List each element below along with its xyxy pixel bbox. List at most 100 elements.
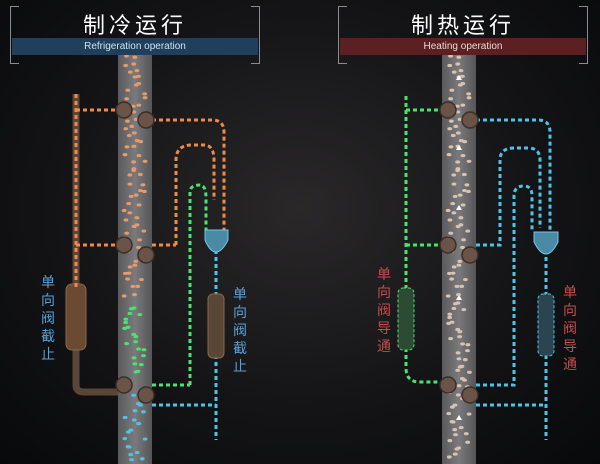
left-checkvalve-pipe-left — [72, 94, 118, 396]
left-checkvalve-right — [207, 293, 225, 359]
plate-dot — [460, 203, 466, 207]
plate-dot — [446, 411, 452, 416]
plate-dot — [465, 189, 471, 194]
right-panel-diagram — [397, 50, 559, 464]
left-plate-dots — [121, 54, 148, 462]
plate-dot — [457, 117, 463, 121]
plate-dot — [131, 160, 137, 164]
plate-dot — [142, 437, 148, 441]
plate-dot — [124, 119, 130, 123]
plate-dot — [448, 54, 453, 58]
plate-dot — [466, 412, 472, 416]
plate-dot — [455, 393, 461, 397]
plate-dot — [458, 425, 464, 430]
plate-dot — [456, 55, 462, 59]
plate-dot — [465, 440, 471, 444]
left-hot-pipes — [74, 94, 226, 290]
plate-dot — [449, 277, 455, 281]
left-panel-subtitle: Refrigeration operation — [12, 38, 258, 55]
plate-dot — [123, 271, 128, 276]
plate-dot — [447, 218, 453, 222]
plate-dot — [457, 330, 463, 334]
right-plate-dots — [445, 54, 472, 459]
plate-dot — [127, 182, 133, 186]
plate-dot — [127, 211, 133, 215]
plate-dot — [131, 393, 137, 397]
plate-dot — [457, 83, 463, 87]
left-checkvalve-right-label: 单向阀截止 — [233, 287, 247, 375]
plate-dot — [122, 326, 128, 331]
plate-dot — [446, 321, 452, 326]
plate-dot — [456, 293, 461, 297]
plate-dot — [130, 284, 136, 289]
plate-dot — [466, 92, 472, 96]
right-panel-title: 制热运行 — [410, 14, 515, 39]
plate-dot — [449, 88, 455, 92]
plate-dot — [135, 284, 141, 288]
plate-dot — [453, 302, 458, 306]
plate-dot — [448, 119, 454, 123]
plate-dot — [448, 231, 454, 235]
plate-dot — [134, 216, 140, 220]
plate-dot — [141, 410, 146, 414]
plate-dot — [131, 62, 137, 66]
plate-dot — [140, 183, 146, 187]
plate-dot — [462, 378, 467, 382]
plate-dot — [458, 223, 464, 227]
plate-dot — [136, 422, 142, 426]
plate-dot — [122, 436, 128, 441]
plate-dot — [447, 127, 453, 131]
plate-dot — [455, 131, 461, 135]
plate-dot — [138, 403, 143, 407]
plate-dot — [448, 145, 454, 149]
plate-dot — [141, 348, 147, 352]
plate-dot — [447, 315, 453, 320]
left-liquid-pipes — [152, 183, 208, 387]
plate-dot — [452, 428, 458, 432]
plate-dot — [466, 96, 472, 100]
plate-dot — [454, 284, 460, 289]
plate-dot — [136, 103, 142, 107]
right-liquid-pipes — [404, 96, 444, 384]
plate-dot — [141, 229, 147, 233]
plate-dot — [461, 172, 467, 177]
plate-dot — [128, 194, 134, 199]
plate-dot — [447, 63, 453, 68]
plate-dot — [132, 75, 138, 79]
plate-dot — [133, 83, 139, 87]
plate-dot — [136, 347, 141, 351]
plate-dot — [455, 368, 461, 372]
right-flow-arrows — [456, 75, 462, 420]
plate-dot — [134, 69, 140, 73]
plate-dot — [131, 418, 137, 422]
plate-dot — [132, 55, 138, 59]
plate-dot — [453, 124, 459, 129]
plate-dot — [124, 54, 129, 58]
plate-dot — [126, 445, 132, 449]
plate-dot — [456, 384, 462, 388]
plate-dot — [122, 153, 128, 157]
plate-dot — [126, 271, 132, 275]
plate-dot — [125, 88, 131, 92]
plate-dot — [137, 312, 143, 317]
plate-dot — [461, 307, 467, 312]
plate-dot — [447, 271, 452, 276]
right-panel-subtitle: Heating operation — [340, 38, 586, 55]
left-panel-diagram — [65, 50, 229, 464]
plate-dot — [131, 131, 137, 135]
plate-dot — [455, 351, 461, 355]
plate-dot — [134, 450, 140, 455]
plate-dot — [122, 415, 128, 420]
plate-dot — [451, 306, 457, 311]
plate-dot — [136, 153, 142, 158]
plate-dot — [451, 182, 457, 186]
plate-dot — [123, 320, 129, 325]
left-cold-pipes — [152, 250, 218, 440]
plate-dot — [455, 62, 461, 66]
plate-dot — [466, 159, 472, 163]
plate-dot — [133, 117, 139, 121]
plate-dot — [124, 231, 130, 235]
plate-dot — [458, 216, 464, 220]
